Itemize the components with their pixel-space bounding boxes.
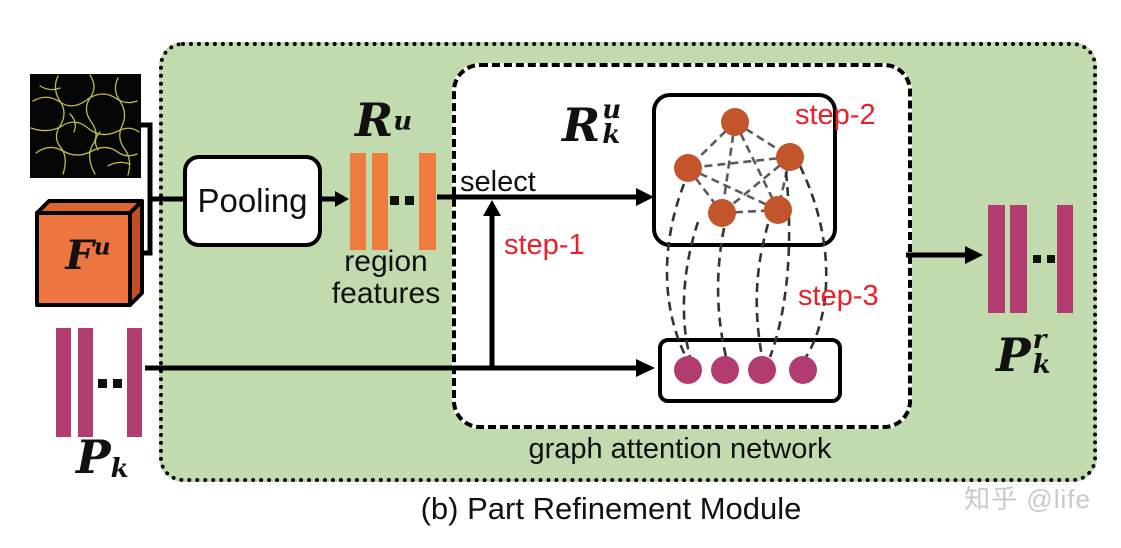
feature-cube: [35, 199, 144, 307]
ellipsis-dot: [113, 379, 122, 388]
part-bar: [127, 328, 142, 437]
region-features-caption: region features: [331, 245, 441, 311]
ellipsis-dot: [98, 379, 107, 388]
step1-label: step-1: [504, 229, 585, 261]
part-prototype-bars: [56, 328, 142, 437]
feature-bar: [419, 153, 436, 250]
part-bar: [56, 328, 71, 437]
ellipsis-dot: [405, 196, 414, 205]
superpixel-image: [30, 74, 141, 178]
region-feature-bars: [350, 153, 436, 250]
part-bar: [988, 205, 1005, 313]
part-nodes-box: [658, 338, 842, 403]
feature-bar: [372, 153, 388, 250]
ellipsis-dot: [1033, 255, 1041, 263]
refined-part-bars: [988, 205, 1074, 313]
part-bar: [78, 328, 93, 437]
part-features-symbol: Pk: [76, 430, 129, 485]
figure-caption: (b) Part Refinement Module: [420, 491, 802, 526]
part-bar: [1057, 205, 1073, 313]
watermark: 知乎 @life: [964, 484, 1091, 514]
ellipsis-dot: [390, 196, 399, 205]
graph-attention-network-label: graph attention network: [528, 433, 832, 465]
step2-label: step-2: [795, 99, 876, 131]
pooling-label: Pooling: [197, 182, 308, 219]
select-label: select: [460, 166, 536, 198]
feature-bar: [350, 153, 366, 250]
region-features-symbol: Ru: [355, 93, 413, 147]
step3-label: step-3: [798, 280, 879, 312]
ellipsis-dot: [1047, 255, 1055, 263]
pooling-block: Pooling: [183, 155, 322, 247]
part-bar: [1010, 205, 1027, 313]
feature-map-label: Fu: [65, 232, 111, 279]
